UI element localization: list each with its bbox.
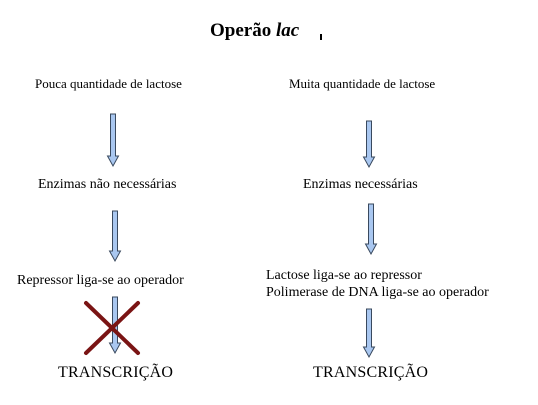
right-condition: Muita quantidade de lactose [289,76,436,91]
right-lactose-line: Lactose liga-se ao repressor [266,268,422,283]
diagram-title: Operão lac [210,20,299,42]
title-main: Operão [210,20,276,41]
cursor-mark [320,34,322,40]
right-arrow-down-2 [364,203,378,256]
right-binding-text: Lactose liga-se ao repressor Polimerase … [266,267,489,301]
left-arrow-down-1 [106,113,120,168]
right-arrow-down-3 [362,308,376,359]
right-polymerase-line: Polimerase de DNA liga-se ao operador [266,285,489,300]
left-transcription: TRANSCRIÇÃO [58,364,174,381]
title-italic: lac [275,20,300,41]
left-enzymes: Enzimas não necessárias [38,177,177,192]
left-repressor: Repressor liga-se ao operador [17,273,184,288]
right-transcription: TRANSCRIÇÃO [313,364,429,381]
blocked-cross-icon [84,301,140,355]
right-enzymes: Enzimas necessárias [303,177,418,192]
left-condition: Pouca quantidade de lactose [35,76,182,91]
left-arrow-down-2 [108,210,122,263]
right-arrow-down-1 [362,120,376,169]
